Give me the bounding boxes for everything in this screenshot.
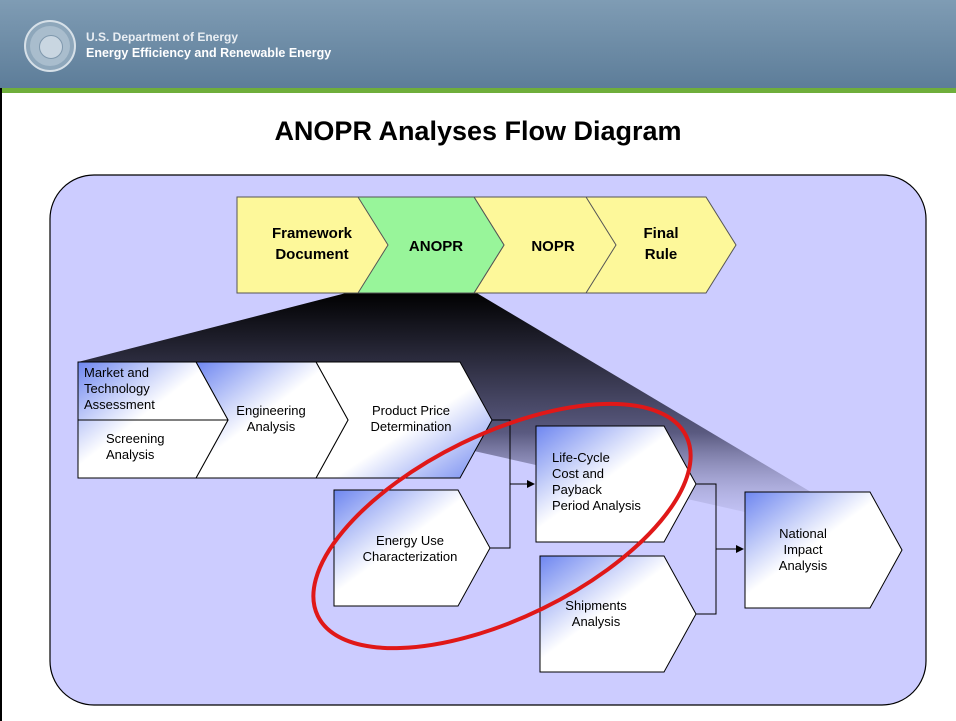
left-border [0, 88, 2, 721]
connector-price-to-lcc [492, 419, 511, 484]
shipments-box [539, 555, 697, 673]
connector-energy-to-lcc [490, 484, 511, 549]
stage-label-anopr: ANOPR [409, 238, 463, 255]
highlight-ellipse [311, 401, 693, 651]
energy-use-box [333, 489, 491, 607]
header-accent-line [0, 88, 956, 93]
header-band: U.S. Department of Energy Energy Efficie… [0, 0, 956, 88]
agency-line-1: U.S. Department of Energy [86, 30, 239, 44]
nia-box [744, 491, 903, 609]
agency-line-2: Energy Efficiency and Renewable Energy [86, 46, 332, 60]
stage-anopr [357, 196, 505, 294]
slide-title: ANOPR Analyses Flow Diagram [274, 116, 682, 146]
doe-seal-icon [24, 20, 76, 72]
lcc-box [535, 425, 697, 543]
stage-label-nopr: NOPR [531, 238, 575, 255]
